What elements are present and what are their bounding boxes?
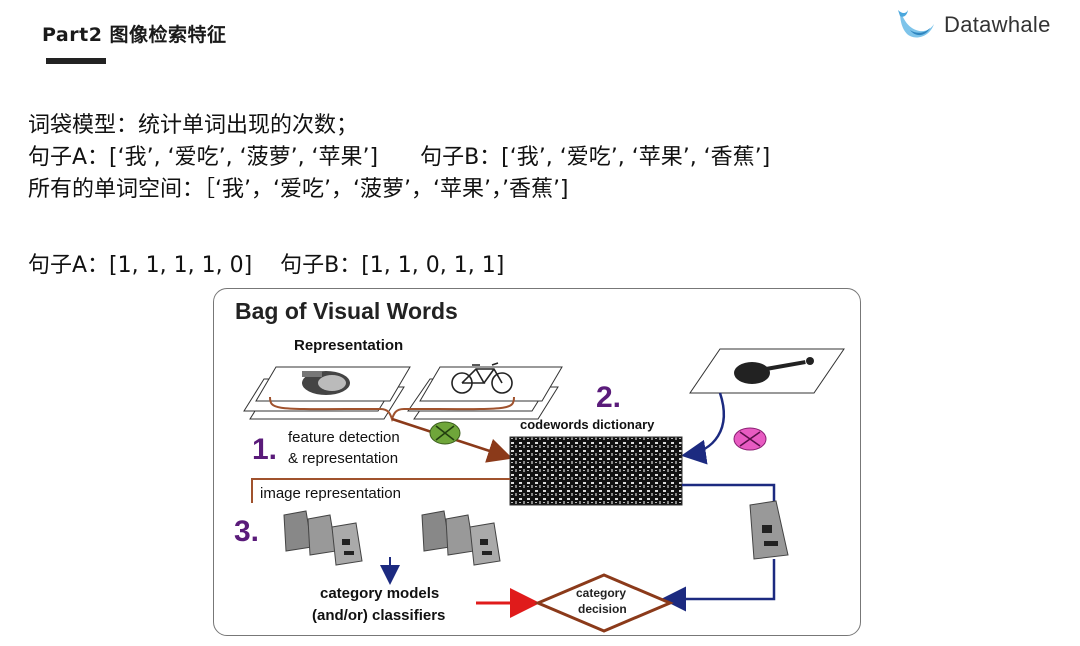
pink-cross-marker: [733, 427, 767, 451]
bag-image-icon-3: [749, 500, 789, 560]
text-line-bow-definition: 词袋模型：统计单词出现的次数；: [28, 113, 359, 138]
diagram-canvas: [243, 348, 845, 633]
decision-label-category: category: [576, 586, 627, 600]
text-line-vectors: 句子A：[1, 1, 1, 1, 0] 句子B：[1, 1, 0, 1, 1]: [28, 253, 505, 278]
bag-of-visual-words-figure: Bag of Visual Words Representation 2. co…: [213, 288, 861, 636]
step-3-number: 3.: [234, 515, 260, 548]
brand-name: Datawhale: [944, 12, 1051, 37]
feature-detection-label: feature detection: [288, 429, 400, 446]
representation-label: Representation: [294, 337, 404, 354]
text-line-sentences: 句子A：[‘我’, ‘爱吃’, ‘菠萝’, ‘苹果’] 句子B：[‘我’, ‘爱…: [28, 145, 771, 170]
green-cross-marker: [429, 421, 461, 445]
bicycle-image-stack: [407, 362, 563, 420]
decision-label-decision: decision: [578, 602, 627, 616]
step-1-number: 1.: [252, 433, 278, 466]
codewords-grid: [509, 436, 683, 506]
feature-representation-label: & representation: [288, 450, 399, 467]
bag-image-icon-2: [421, 510, 501, 566]
face-photo-icon: [302, 371, 350, 395]
codewords-dictionary-label: codewords dictionary: [520, 417, 655, 432]
step-2-number: 2.: [596, 381, 622, 414]
violin-image: [689, 348, 845, 394]
slide-title: Part2 图像检索特征: [42, 24, 227, 46]
image-representation-label: image representation: [260, 485, 401, 502]
whale-tail-icon: [898, 10, 934, 38]
bicycle-icon: [451, 362, 513, 394]
figure-title: Bag of Visual Words: [235, 298, 458, 324]
classifiers-label: (and/or) classifiers: [312, 607, 446, 624]
brand-logo: Datawhale: [896, 6, 1051, 44]
bag-image-icon: [283, 510, 363, 566]
body-text: 词袋模型：统计单词出现的次数； 句子A：[‘我’, ‘爱吃’, ‘菠萝’, ‘苹…: [28, 110, 770, 282]
category-models-label: category models: [320, 585, 440, 602]
face-image-stack: [243, 366, 411, 420]
violin-icon: [734, 357, 814, 384]
title-underline: [46, 58, 106, 64]
text-line-vocabulary: 所有的单词空间：［‘我’，‘爱吃’，‘菠萝’，‘苹果’，’香蕉’]: [28, 177, 569, 202]
category-decision-diamond: [534, 573, 674, 633]
